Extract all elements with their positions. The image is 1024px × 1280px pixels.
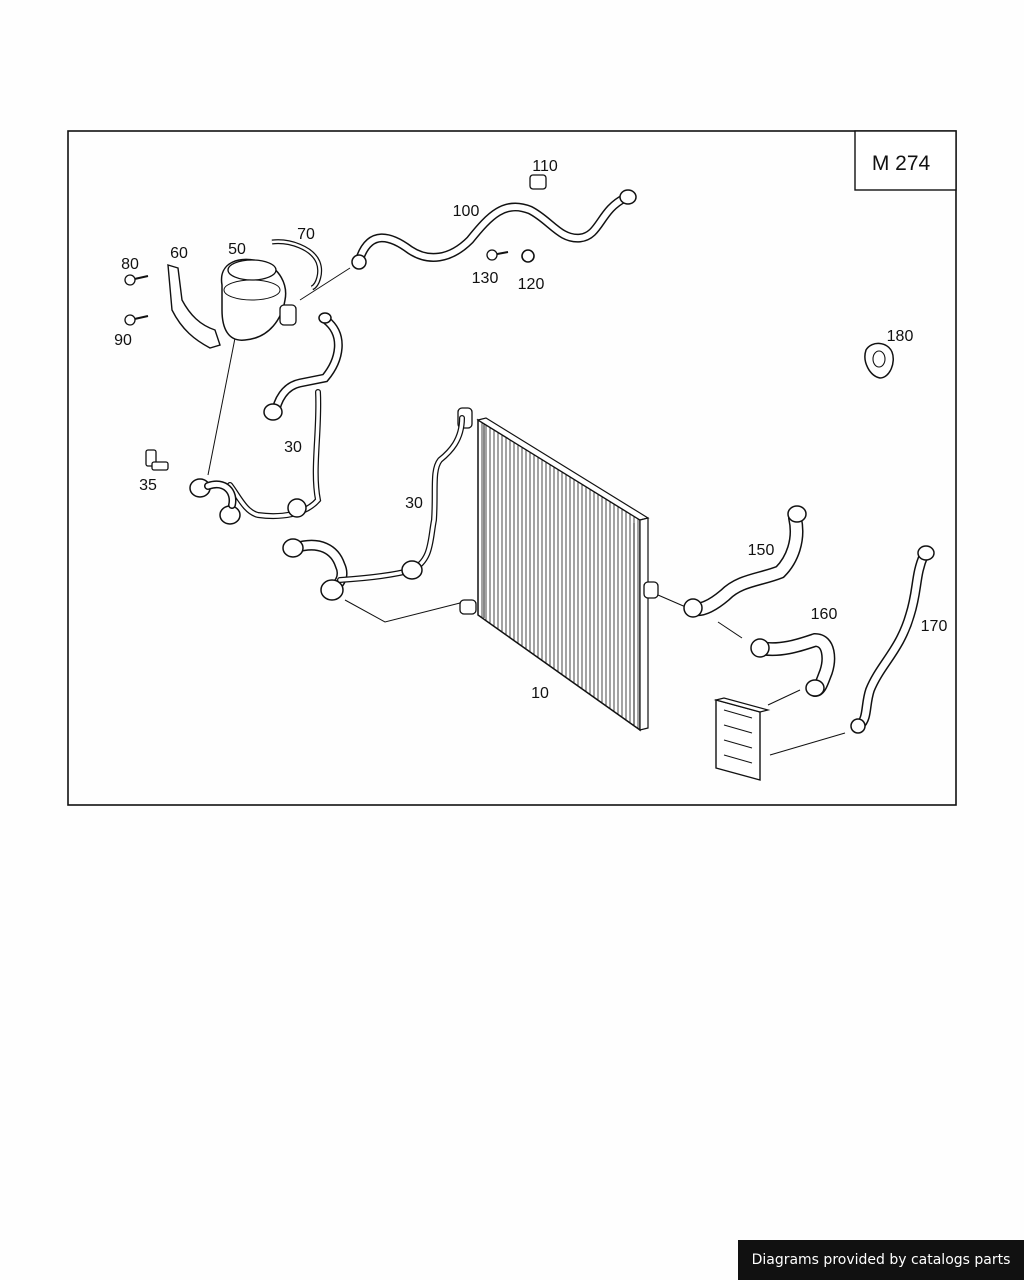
label-part-90: 90: [114, 332, 132, 349]
coolant-hose-part-30-lower: [282, 415, 465, 601]
bolt-part-80: [124, 274, 149, 286]
label-part-30-lower: 30: [405, 495, 423, 512]
label-part-170: 170: [921, 618, 948, 635]
part-labels: 10 30 30 35 50 60 70 80 90 100 110 120 1…: [114, 158, 947, 702]
diagram-frame: [67, 130, 957, 806]
label-part-30-upper: 30: [284, 439, 302, 456]
water-pump-part-50: [220, 258, 297, 341]
label-part-130: 130: [472, 270, 499, 287]
bolt-part-90: [124, 314, 149, 326]
leader-lines: [207, 267, 846, 756]
label-part-80: 80: [121, 256, 139, 273]
coolant-hose-part-30-upper: [189, 312, 343, 525]
heat-exchanger: [713, 697, 771, 781]
hose-clip-part-120: [521, 249, 535, 263]
bolt-part-130: [486, 249, 509, 261]
sleeve-part-110: [529, 174, 547, 190]
hose-part-160: [750, 632, 836, 697]
radiator-part-10: [457, 407, 659, 732]
model-code: M 274: [872, 152, 931, 175]
label-part-70: 70: [297, 226, 315, 243]
label-part-60: 60: [170, 245, 188, 262]
label-part-50: 50: [228, 241, 246, 258]
hose-part-170: [850, 545, 935, 734]
label-part-120: 120: [518, 276, 545, 293]
hose-part-150: [683, 505, 807, 618]
cover-part-180: [864, 342, 894, 379]
coolant-line-part-100: [351, 189, 637, 270]
sensor-part-35: [145, 449, 169, 471]
label-part-10: 10: [531, 685, 549, 702]
model-code-box: M 274: [854, 130, 957, 191]
label-part-100: 100: [453, 203, 480, 220]
strap-clamp-part-70: [271, 239, 323, 291]
label-part-160: 160: [811, 606, 838, 623]
footer-credit: Diagrams provided by catalogs parts: [738, 1240, 1024, 1280]
label-part-110: 110: [532, 158, 558, 175]
label-part-150: 150: [748, 542, 775, 559]
label-part-35: 35: [139, 477, 157, 494]
bracket-part-60: [167, 264, 221, 349]
label-part-180: 180: [887, 328, 914, 345]
